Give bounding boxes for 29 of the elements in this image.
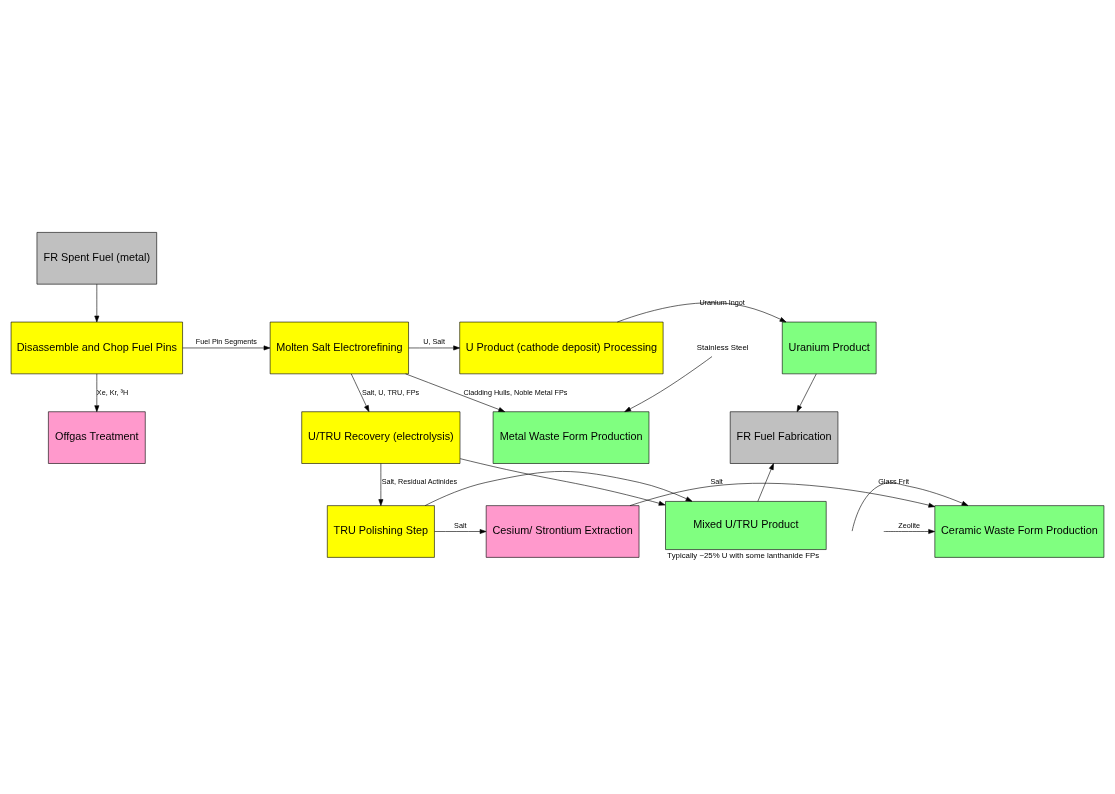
node-box: FR Spent Fuel (metal) — [36, 232, 157, 285]
arrow — [408, 345, 460, 351]
arrow — [624, 356, 713, 412]
arrow — [434, 529, 487, 534]
node-box: Cesium/ Strontium Extraction — [485, 505, 640, 558]
arrow — [459, 458, 666, 506]
node-box: U/TRU Recovery (electrolysis) — [301, 411, 461, 464]
arrow — [796, 373, 817, 412]
arrow — [182, 345, 271, 351]
arrow — [629, 482, 936, 508]
node-box: FR Fuel Fabrication — [729, 411, 839, 464]
node-box: Disassemble and Chop Fuel Pins — [10, 321, 183, 375]
node-box: Uranium Product — [781, 321, 877, 375]
arrow — [883, 529, 935, 534]
arrow — [424, 471, 693, 506]
arrow — [378, 463, 384, 506]
arrow — [851, 482, 969, 532]
node-box: TRU Polishing Step — [327, 505, 435, 558]
node-box: Metal Waste Form Production — [492, 411, 650, 464]
node-box: Molten Salt Electrorefining — [269, 321, 409, 375]
arrow — [617, 302, 787, 323]
arrow — [757, 463, 774, 502]
node-box: Ceramic Waste Form Production — [934, 505, 1105, 558]
node-box: Offgas Treatment — [48, 411, 146, 464]
arrow — [94, 373, 100, 412]
node-box: U Product (cathode deposit) Processing — [459, 321, 664, 375]
arrow — [94, 283, 100, 323]
arrow — [405, 373, 506, 412]
arrow — [350, 373, 370, 412]
